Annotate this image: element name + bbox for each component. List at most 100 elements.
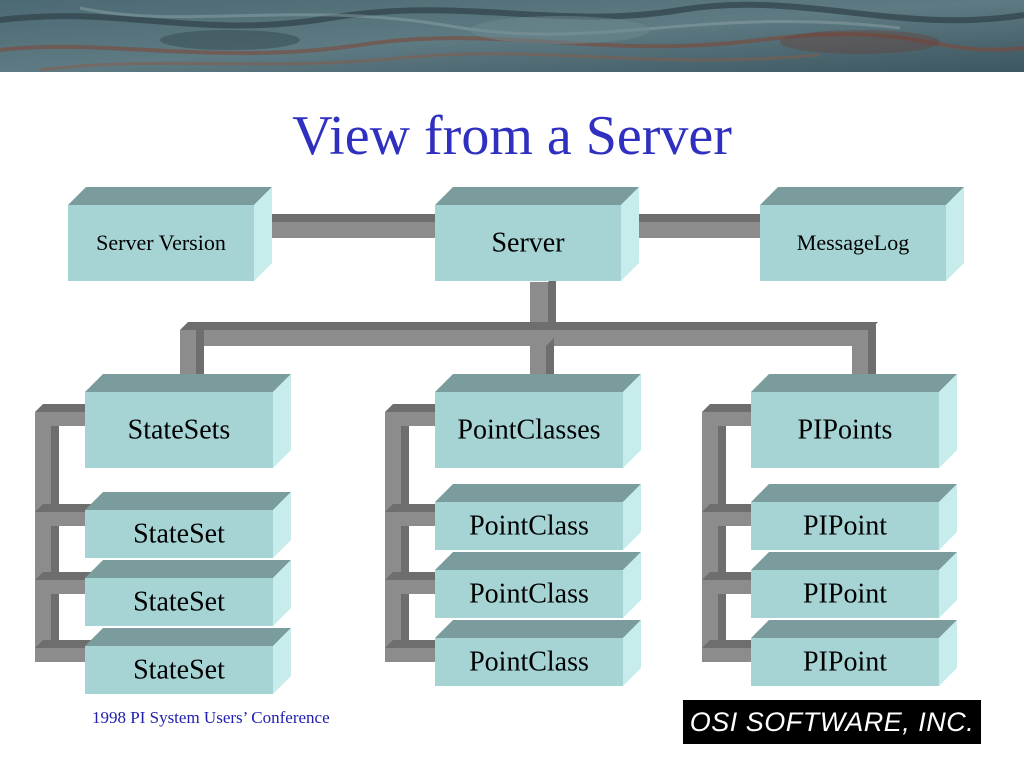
- box-front-face: [85, 510, 273, 558]
- node-pointclass-1-label: PointClass: [469, 510, 589, 541]
- node-pipoint-3-label: PIPoint: [803, 646, 887, 677]
- node-pipoint-2: PIPoint: [751, 552, 957, 618]
- connector-face: [35, 648, 95, 662]
- connector-side: [718, 404, 726, 662]
- connector-top: [255, 214, 448, 222]
- node-server: Server: [435, 187, 639, 281]
- node-pointclass-1: PointClass: [435, 484, 641, 550]
- box-front-face: [751, 570, 939, 618]
- connector-side: [548, 274, 556, 330]
- pointclasses-bracket-top: [385, 404, 448, 426]
- box-top-face: [435, 374, 641, 392]
- node-stateset-1: StateSet: [85, 492, 291, 558]
- connector-top: [702, 572, 765, 580]
- connector-face: [702, 412, 757, 426]
- node-statesets: StateSets: [85, 374, 291, 468]
- box-side-face: [939, 374, 957, 468]
- pointclasses-bracket-branch-1: [385, 504, 448, 526]
- connector-face: [385, 648, 440, 662]
- node-statesets-label: StateSets: [128, 414, 231, 445]
- node-stateset-2: StateSet: [85, 560, 291, 626]
- box-top-face: [85, 492, 291, 510]
- connector-face: [385, 412, 401, 662]
- node-pointclasses-label: PointClasses: [457, 414, 600, 445]
- box-top-face: [751, 374, 957, 392]
- connector-face: [702, 512, 757, 526]
- page-title: View from a Server: [292, 105, 732, 167]
- connector-face: [385, 412, 440, 426]
- connector-face: [385, 512, 440, 526]
- box-front-face: [760, 205, 946, 281]
- node-messagelog-label: MessageLog: [797, 230, 909, 255]
- box-side-face: [939, 552, 957, 618]
- connector-face: [35, 580, 95, 594]
- logo-text: OSI SOFTWARE, INC.: [689, 706, 975, 737]
- pipoints-bracket-top: [702, 404, 765, 426]
- connector-face: [530, 282, 548, 330]
- box-side-face: [623, 484, 641, 550]
- connector-face: [385, 580, 440, 594]
- connector-face: [35, 412, 51, 662]
- box-top-face: [760, 187, 964, 205]
- box-side-face: [939, 484, 957, 550]
- box-front-face: [435, 638, 623, 686]
- box-side-face: [621, 187, 639, 281]
- box-top-face: [85, 628, 291, 646]
- node-server-version: Server Version: [68, 187, 272, 281]
- connector-server-trunk: [530, 274, 556, 330]
- box-top-face: [435, 620, 641, 638]
- box-front-face: [68, 205, 254, 281]
- footer-text: 1998 PI System Users’ Conference: [92, 708, 330, 727]
- box-side-face: [623, 374, 641, 468]
- connector-face: [702, 648, 757, 662]
- node-server-version-label: Server Version: [96, 230, 226, 255]
- box-front-face: [751, 638, 939, 686]
- node-stateset-3-label: StateSet: [133, 654, 225, 685]
- connector-server-version: [255, 214, 448, 238]
- box-front-face: [85, 578, 273, 626]
- connector-top: [702, 640, 765, 648]
- node-pipoint-2-label: PIPoint: [803, 578, 887, 609]
- connector-face: [180, 330, 870, 346]
- box-top-face: [68, 187, 272, 205]
- node-stateset-1-label: StateSet: [133, 518, 225, 549]
- connector-top: [702, 504, 765, 512]
- box-side-face: [273, 628, 291, 694]
- box-front-face: [435, 570, 623, 618]
- pointclasses-bracket-branch-2: [385, 572, 448, 594]
- connector-top: [385, 504, 448, 512]
- node-pointclass-2-label: PointClass: [469, 578, 589, 609]
- box-front-face: [751, 502, 939, 550]
- connector-face: [620, 222, 765, 238]
- box-side-face: [273, 374, 291, 468]
- connector-face: [35, 412, 95, 426]
- company-logo: OSI SOFTWARE, INC.: [683, 700, 981, 744]
- box-front-face: [85, 392, 273, 468]
- box-top-face: [85, 560, 291, 578]
- connector-top: [385, 572, 448, 580]
- connector-top: [702, 404, 765, 412]
- box-front-face: [435, 392, 623, 468]
- box-top-face: [751, 484, 957, 502]
- connector-top: [385, 640, 448, 648]
- connector-side: [51, 404, 59, 662]
- connector-face: [255, 222, 440, 238]
- node-pointclass-3-label: PointClass: [469, 646, 589, 677]
- pipoints-bracket-branch-1: [702, 504, 765, 526]
- node-pipoint-1: PIPoint: [751, 484, 957, 550]
- connector-top: [180, 322, 878, 330]
- pipoints-bracket-spine: [702, 404, 726, 662]
- box-front-face: [435, 502, 623, 550]
- connector-face: [702, 412, 718, 662]
- connector-top: [385, 404, 448, 412]
- node-pipoints: PIPoints: [751, 374, 957, 468]
- box-side-face: [946, 187, 964, 281]
- connector-distribution: [180, 322, 878, 346]
- box-top-face: [85, 374, 291, 392]
- box-side-face: [623, 552, 641, 618]
- pointclasses-bracket-branch-3: [385, 640, 448, 662]
- box-front-face: [751, 392, 939, 468]
- connector-face: [702, 580, 757, 594]
